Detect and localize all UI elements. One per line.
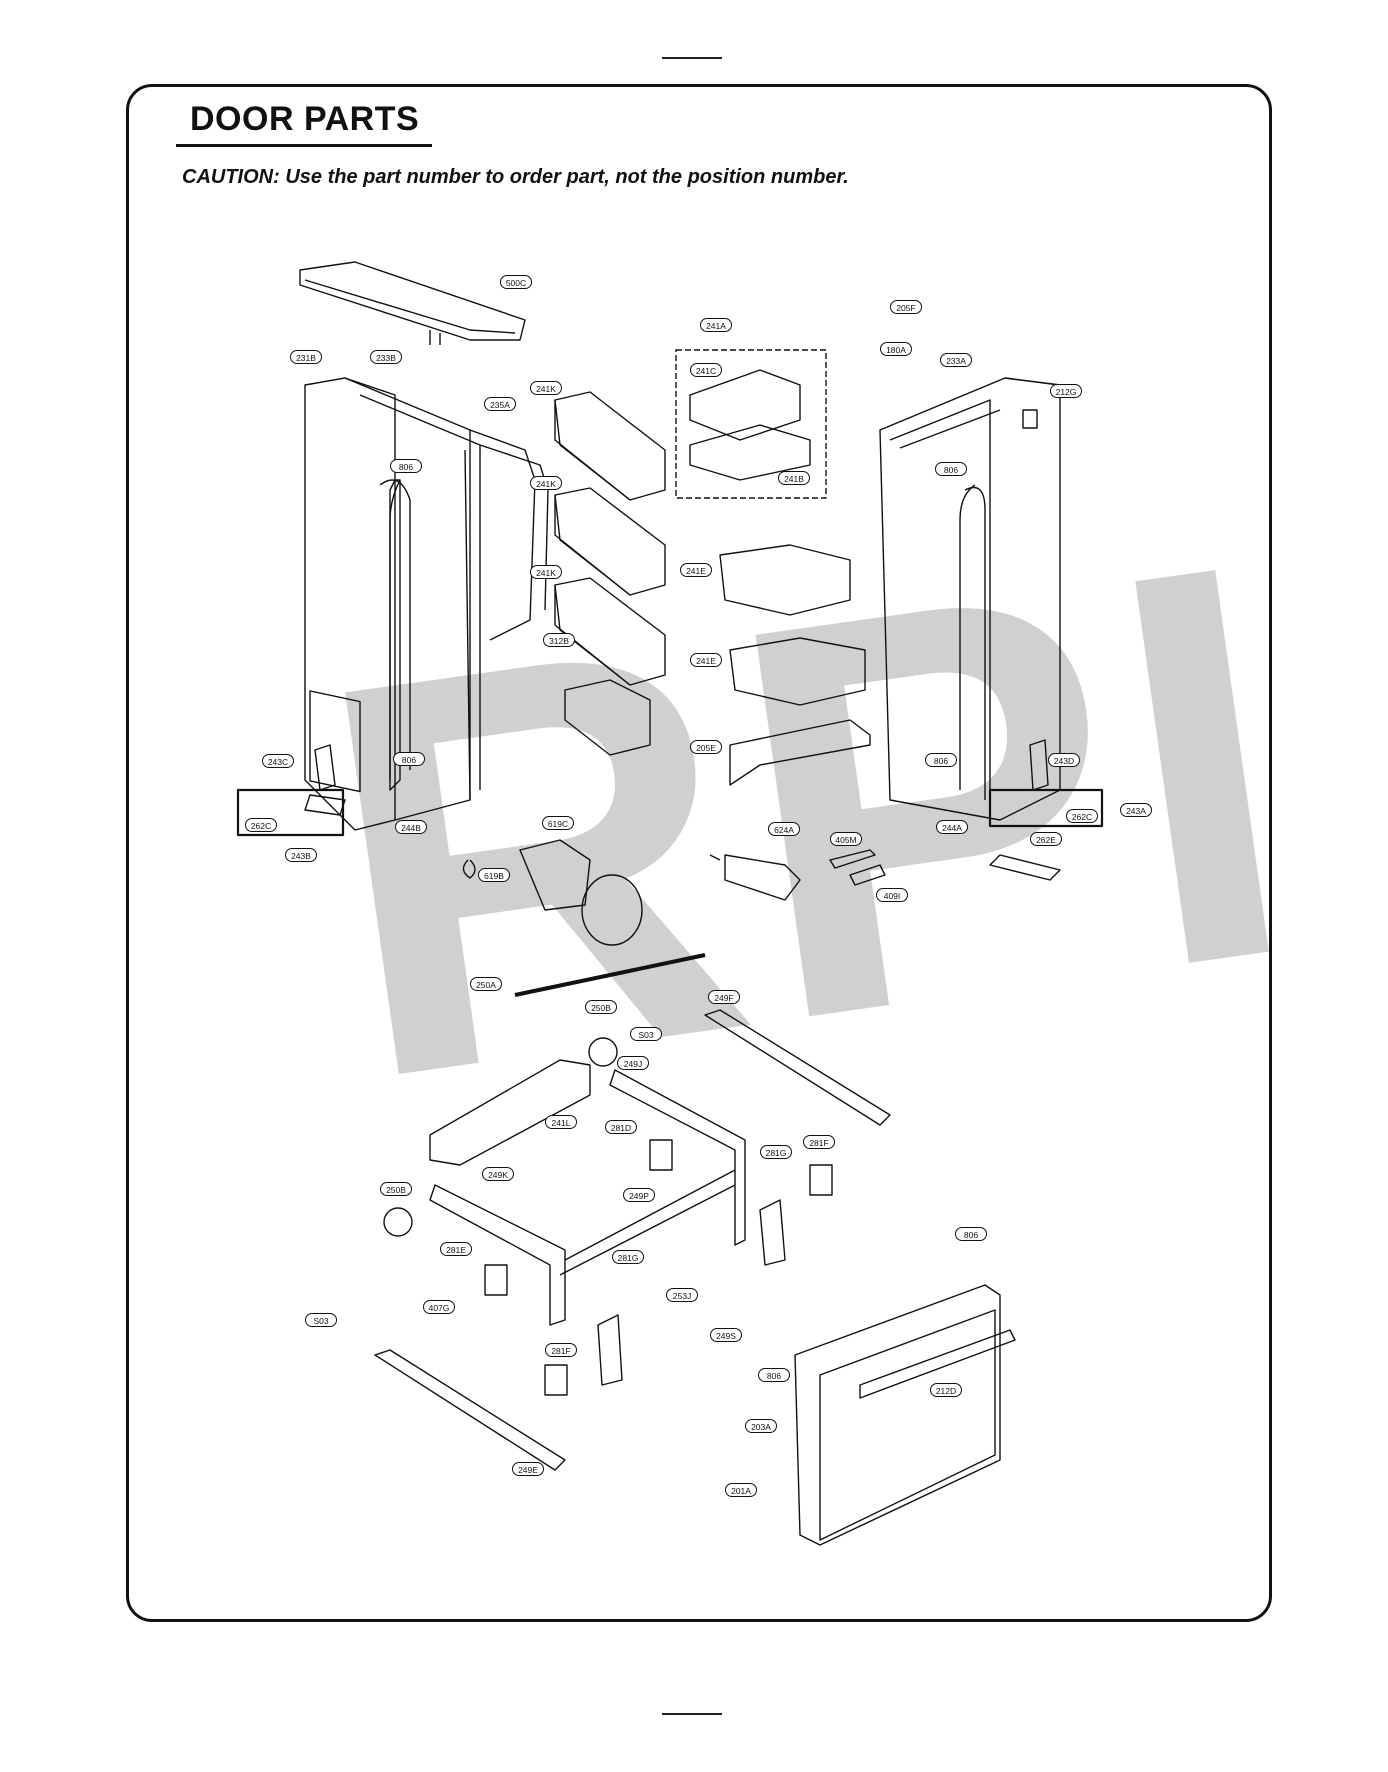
callout-250B-1: 250B [585, 1000, 617, 1014]
callout-241K-2: 241K [530, 476, 562, 490]
callout-249E: 249E [512, 1462, 544, 1476]
gear-part-upper [588, 1037, 618, 1067]
callout-281F-2: 281F [545, 1343, 577, 1357]
left-door-assembly [304, 377, 549, 831]
callout-249K: 249K [482, 1167, 514, 1181]
callout-241K-3: 241K [530, 565, 562, 579]
callout-243B: 243B [285, 848, 317, 862]
callout-250B-2: 250B [380, 1182, 412, 1196]
callout-281F-1: 281F [803, 1135, 835, 1149]
callout-243D: 243D [1048, 753, 1080, 767]
small-clip-part [849, 864, 886, 886]
slide-rail-left [374, 1349, 566, 1471]
door-bins-left-column [554, 391, 666, 686]
door-bins-right-column [719, 544, 866, 706]
callout-233B: 233B [370, 350, 402, 364]
callout-241L: 241L [545, 1115, 577, 1129]
callout-806-3: 806 [393, 752, 425, 766]
callout-249J: 249J [617, 1056, 649, 1070]
callout-205F: 205F [890, 300, 922, 314]
callout-241E-1: 241E [680, 563, 712, 577]
callout-281G-1: 281G [760, 1145, 792, 1159]
strip-part [829, 849, 876, 869]
callout-806-1: 806 [390, 459, 422, 473]
callout-312B: 312B [543, 633, 575, 647]
callout-806-5: 806 [955, 1227, 987, 1241]
callout-253J: 253J [666, 1288, 698, 1302]
callout-806-4: 806 [925, 753, 957, 767]
left-hinge-kit [236, 744, 346, 837]
callout-624A: 624A [768, 822, 800, 836]
gasket-rod-part [514, 953, 706, 997]
bin-kit-box [675, 349, 827, 499]
callout-806-6: 806 [758, 1368, 790, 1382]
freezer-drawer-front [794, 1284, 1016, 1546]
callout-233A: 233A [940, 353, 972, 367]
drawer-hinge-left [597, 1314, 623, 1386]
callout-241E-2: 241E [690, 653, 722, 667]
callout-262C-2: 262C [1066, 809, 1098, 823]
callout-241A: 241A [700, 318, 732, 332]
title-underline [176, 144, 432, 147]
callout-203A: 203A [745, 1419, 777, 1433]
bin-241L-part [429, 1059, 591, 1166]
callout-241B: 241B [778, 471, 810, 485]
callout-235A: 235A [484, 397, 516, 411]
callout-409I: 409I [876, 888, 908, 902]
page-title: DOOR PARTS [190, 100, 420, 138]
callout-249P: 249P [623, 1188, 655, 1202]
part-281E [484, 1264, 508, 1296]
callout-500C: 500C [500, 275, 532, 289]
water-valve-assembly [462, 839, 643, 946]
drawer-frame [429, 1069, 746, 1326]
callout-407G: 407G [423, 1300, 455, 1314]
callout-243A: 243A [1120, 803, 1152, 817]
top-rule [662, 57, 722, 59]
callout-243C: 243C [262, 754, 294, 768]
bottom-rule [662, 1713, 722, 1715]
callout-S03-1: S03 [630, 1027, 662, 1041]
gear-part-lower [383, 1207, 413, 1237]
right-door-assembly [879, 377, 1061, 821]
callout-281G-2: 281G [612, 1250, 644, 1264]
callout-806-2: 806 [935, 462, 967, 476]
diagram-frame [126, 84, 1272, 1622]
slide-rail-right [704, 1009, 891, 1126]
bin-kit-parts [689, 369, 811, 481]
callout-201A: 201A [725, 1483, 757, 1497]
lower-bracket-part [729, 719, 871, 786]
callout-212G: 212G [1050, 384, 1082, 398]
right-hinge-kit [988, 739, 1104, 881]
callout-262E: 262E [1030, 832, 1062, 846]
callout-262C-1: 262C [245, 818, 277, 832]
callout-244A: 244A [936, 820, 968, 834]
drawer-hinge-right [759, 1199, 786, 1266]
part-281F-lower [544, 1364, 568, 1396]
part-281D [649, 1139, 673, 1171]
callout-180A: 180A [880, 342, 912, 356]
callout-405M: 405M [830, 832, 862, 846]
callout-212D: 212D [930, 1383, 962, 1397]
callout-205E: 205E [690, 740, 722, 754]
callout-241C: 241C [690, 363, 722, 377]
callout-619B: 619B [478, 868, 510, 882]
callout-619C: 619C [542, 816, 574, 830]
caution-note: CAUTION: Use the part number to order pa… [182, 166, 849, 188]
bracket-part [564, 679, 651, 756]
part-281F-upper [809, 1164, 833, 1196]
callout-244B: 244B [395, 820, 427, 834]
top-cover-part [299, 261, 526, 345]
callout-281D: 281D [605, 1120, 637, 1134]
callout-250A: 250A [470, 977, 502, 991]
callout-241K-1: 241K [530, 381, 562, 395]
callout-249S: 249S [710, 1328, 742, 1342]
callout-281E: 281E [440, 1242, 472, 1256]
callout-231B: 231B [290, 350, 322, 364]
callout-S03-2: S03 [305, 1313, 337, 1327]
motor-part [709, 854, 801, 901]
callout-249F: 249F [708, 990, 740, 1004]
